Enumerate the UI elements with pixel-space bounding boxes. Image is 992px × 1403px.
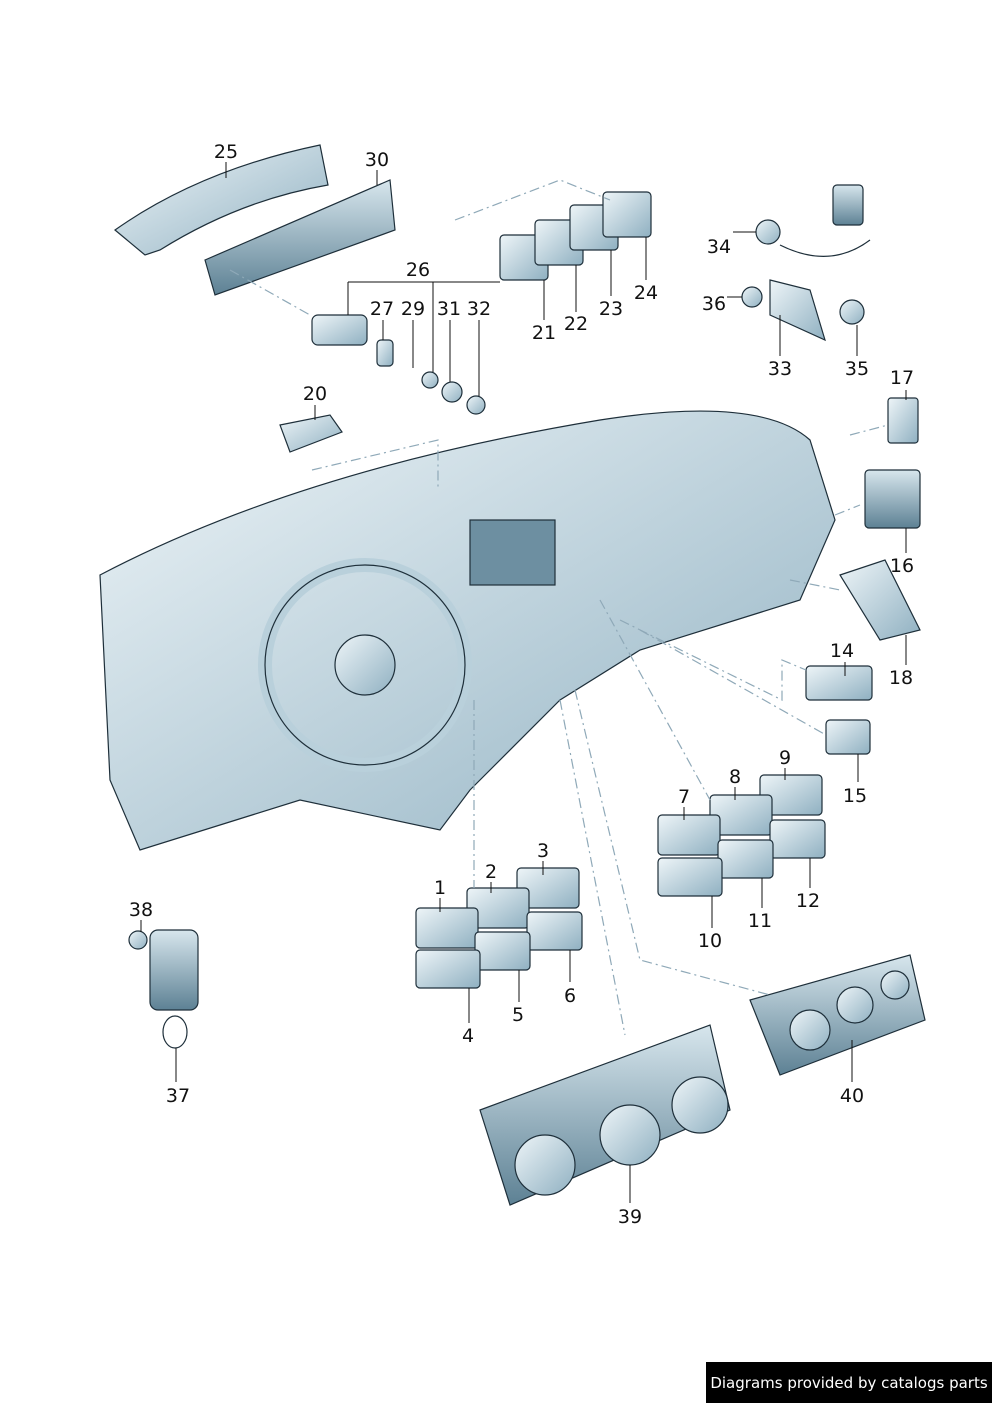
part-number-label: 29: [400, 298, 426, 320]
part-number-label: 36: [701, 293, 727, 315]
part-number-label: 23: [598, 298, 624, 320]
instrument-frame: [204, 179, 396, 296]
cover-20: [279, 414, 343, 453]
part-number-label: 22: [563, 313, 589, 335]
part-number-label: 15: [842, 785, 868, 807]
part-number-label: 20: [302, 383, 328, 405]
part-number-label: 1: [433, 877, 447, 899]
instrument-trim: [114, 144, 329, 256]
part-number-label: 35: [844, 358, 870, 380]
part-number-label: 27: [369, 298, 395, 320]
part-number-label: 7: [677, 786, 691, 808]
part-number-label: 18: [888, 667, 914, 689]
part-number-label: 24: [633, 282, 659, 304]
infotainment-screen: [469, 519, 556, 586]
part-number-label: 26: [405, 259, 431, 281]
part-number-label: 40: [839, 1085, 865, 1107]
switch-24: [602, 191, 652, 238]
sensor-34: [755, 219, 781, 245]
part-number-label: 4: [461, 1025, 475, 1047]
part-number-label: 12: [795, 890, 821, 912]
dashboard-panel: [99, 410, 836, 851]
part-number-label: 32: [466, 298, 492, 320]
part-number-label: 10: [697, 930, 723, 952]
part-number-label: 14: [829, 640, 855, 662]
part-number-label: 3: [536, 840, 550, 862]
part-number-label: 25: [213, 141, 239, 163]
part-number-label: 16: [889, 555, 915, 577]
ignition-lock: [311, 314, 368, 346]
key-fob: [149, 929, 199, 1011]
part-number-label: 39: [617, 1206, 643, 1228]
part-number-label: 8: [728, 766, 742, 788]
part-number-label: 17: [889, 367, 915, 389]
part-number-label: 31: [436, 298, 462, 320]
part-number-label: 6: [563, 985, 577, 1007]
part-number-label: 38: [128, 899, 154, 921]
part-number-label: 2: [484, 861, 498, 883]
part-number-label: 37: [165, 1085, 191, 1107]
footer-credit: Diagrams provided by catalogs parts: [706, 1362, 992, 1403]
part-number-label: 33: [767, 358, 793, 380]
part-number-label: 5: [511, 1004, 525, 1026]
part-number-label: 9: [778, 747, 792, 769]
part-number-label: 11: [747, 910, 773, 932]
part-number-label: 21: [531, 322, 557, 344]
part-number-label: 34: [706, 236, 732, 258]
part-number-label: 30: [364, 149, 390, 171]
